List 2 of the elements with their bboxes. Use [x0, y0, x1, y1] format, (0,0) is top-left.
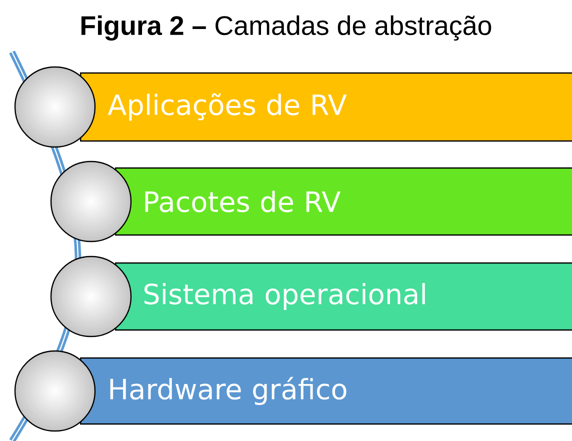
layer-band: Hardware gráfico	[14, 350, 572, 432]
figure-title: Figura 2 – Camadas de abstração	[81, 15, 492, 41]
